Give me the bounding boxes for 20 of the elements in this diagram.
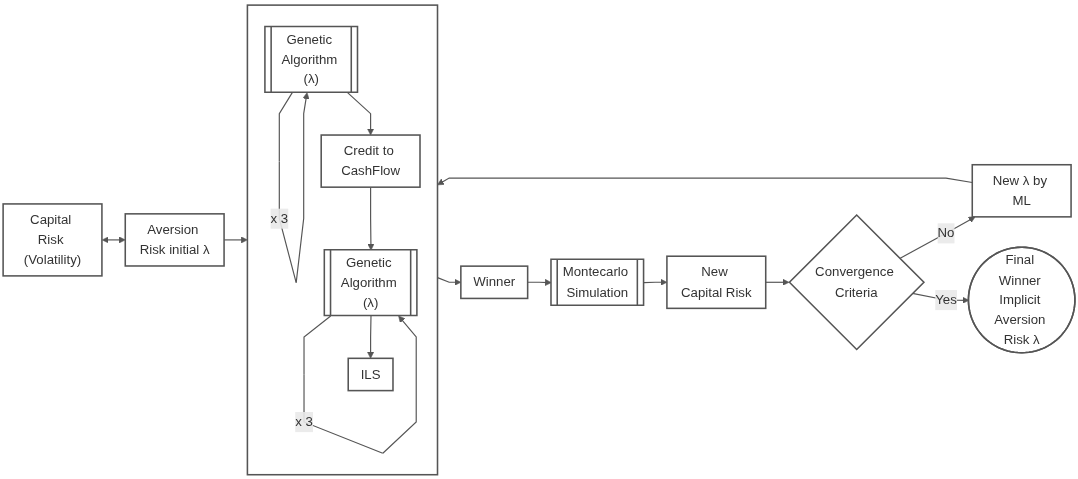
node-box: Capital Risk (Volatility) bbox=[2, 202, 103, 277]
edge-label: Yes bbox=[935, 291, 957, 307]
arrow bbox=[101, 236, 126, 243]
edge-label: No bbox=[937, 225, 955, 240]
node-box: Winner bbox=[460, 264, 529, 299]
arrow bbox=[899, 216, 976, 259]
arrow bbox=[527, 278, 552, 286]
node-box: New λ by ML bbox=[971, 163, 1072, 218]
edge-label: x 3 bbox=[295, 413, 313, 429]
arrow bbox=[765, 278, 790, 286]
cluster bbox=[246, 3, 439, 476]
edge-label: x 3 bbox=[270, 210, 289, 226]
arrow bbox=[278, 91, 310, 283]
node-box: Aversion Risk initial λ bbox=[124, 212, 225, 267]
node-box: New Capital Risk bbox=[666, 255, 767, 309]
arrow bbox=[347, 91, 374, 135]
node-diamond: Convergence Criteria bbox=[788, 213, 926, 351]
arrow bbox=[437, 177, 973, 185]
node-box: ILS bbox=[347, 357, 394, 391]
node-box: Credit to CashFlow bbox=[320, 133, 421, 188]
